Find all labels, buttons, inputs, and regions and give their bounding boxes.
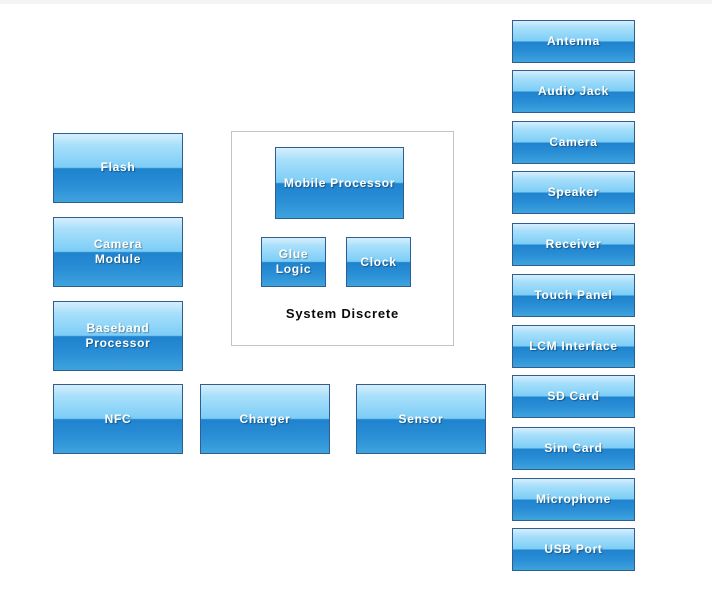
block-microphone[interactable]: Microphone — [512, 478, 635, 521]
block-mobile-processor[interactable]: Mobile Processor — [275, 147, 404, 219]
block-lcm-interface[interactable]: LCM Interface — [512, 325, 635, 368]
block-flash[interactable]: Flash — [53, 133, 183, 203]
block-charger[interactable]: Charger — [200, 384, 330, 454]
top-strip — [0, 0, 712, 4]
block-baseband-processor[interactable]: Baseband Processor — [53, 301, 183, 371]
block-touch-panel[interactable]: Touch Panel — [512, 274, 635, 317]
block-antenna[interactable]: Antenna — [512, 20, 635, 63]
block-camera[interactable]: Camera — [512, 121, 635, 164]
block-glue-logic[interactable]: Glue Logic — [261, 237, 326, 287]
system-discrete-label: System Discrete — [285, 306, 400, 321]
block-sd-card[interactable]: SD Card — [512, 375, 635, 418]
block-audio-jack[interactable]: Audio Jack — [512, 70, 635, 113]
block-speaker[interactable]: Speaker — [512, 171, 635, 214]
block-nfc[interactable]: NFC — [53, 384, 183, 454]
block-camera-module[interactable]: Camera Module — [53, 217, 183, 287]
block-receiver[interactable]: Receiver — [512, 223, 635, 266]
block-clock[interactable]: Clock — [346, 237, 411, 287]
block-usb-port[interactable]: USB Port — [512, 528, 635, 571]
block-sensor[interactable]: Sensor — [356, 384, 486, 454]
block-sim-card[interactable]: Sim Card — [512, 427, 635, 470]
